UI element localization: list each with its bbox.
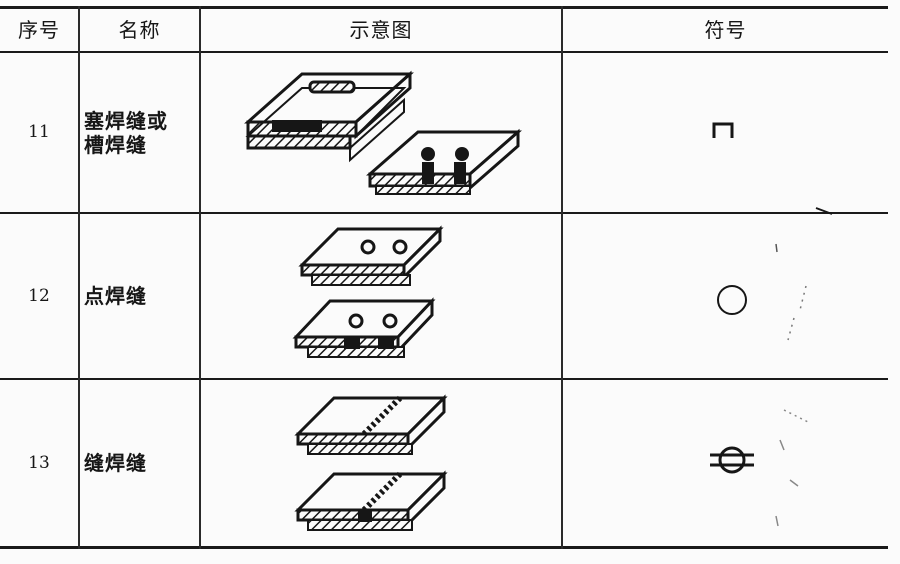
seam-weld-symbol-icon [710, 446, 754, 474]
col-divider-1 [78, 6, 80, 549]
row-12-name: 点焊缝 [84, 284, 147, 308]
row-12-number: 12 [28, 285, 50, 306]
header-diagram: 示意图 [349, 18, 413, 42]
header-no: 序号 [18, 18, 60, 42]
row-13-name: 缝焊缝 [84, 451, 147, 475]
header-symbol: 符号 [704, 18, 747, 42]
table-top-rule [0, 6, 888, 9]
table-bottom-rule [0, 546, 888, 549]
plug-slot-weld-symbol-icon [712, 122, 734, 138]
row-11-number: 11 [28, 122, 50, 143]
spot-weld-diagram [292, 225, 444, 358]
row-13-number: 13 [28, 452, 50, 473]
header-name: 名称 [118, 18, 161, 42]
col-divider-2 [199, 6, 201, 549]
scan-noise-marks [775, 207, 833, 527]
col-divider-3 [561, 6, 563, 549]
row-11-bottom-rule [0, 212, 888, 214]
seam-weld-diagram [294, 394, 448, 531]
header-bottom-rule [0, 51, 888, 53]
plug-slot-weld-diagram [244, 70, 522, 195]
spot-weld-symbol-icon [717, 285, 747, 315]
row-11-name: 塞焊缝或 槽焊缝 [84, 108, 168, 157]
row-12-bottom-rule [0, 378, 888, 380]
